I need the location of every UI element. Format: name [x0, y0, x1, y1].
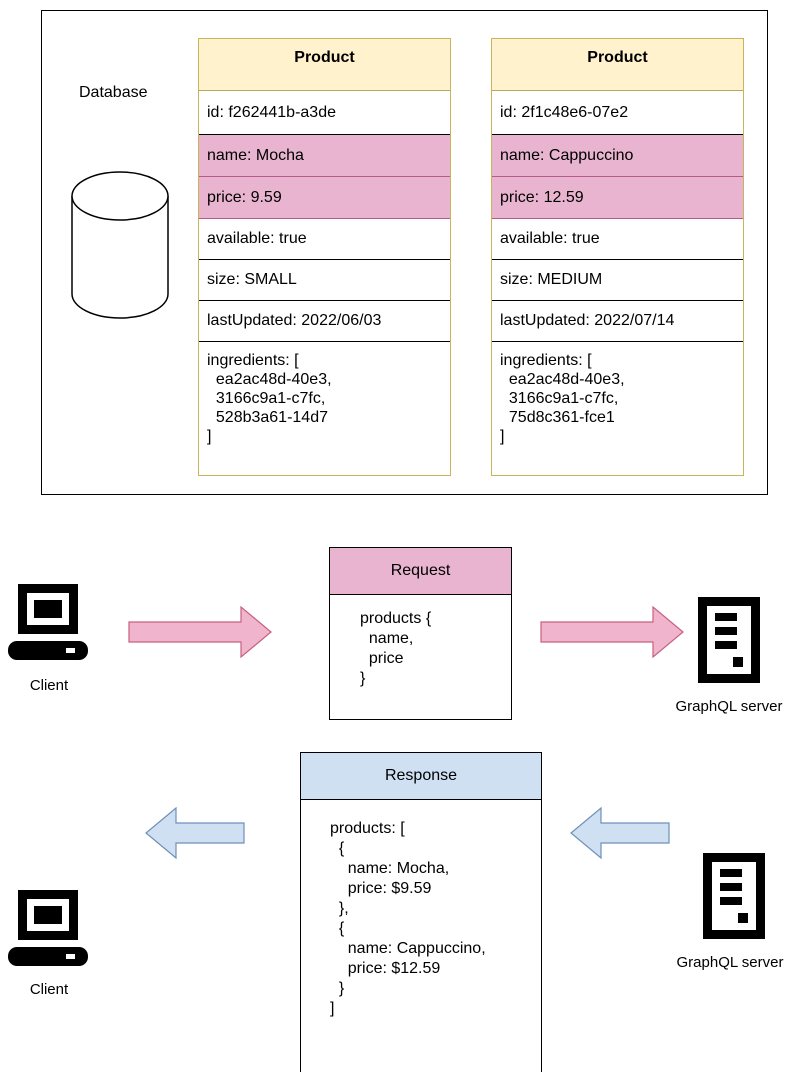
field-id: id: f262441b-a3de — [199, 91, 450, 135]
field-price: price: 12.59 — [492, 177, 743, 219]
response-title: Response — [301, 753, 541, 800]
blue-arrow-left — [145, 807, 245, 859]
client-label-bottom: Client — [29, 981, 69, 998]
field-name: name: Mocha — [199, 135, 450, 177]
request-body: products { name, price } — [360, 610, 432, 687]
server-label-bottom: GraphQL server — [676, 954, 784, 971]
server-label-top: GraphQL server — [675, 698, 783, 715]
response-box: Response products: [ { name: Mocha, pric… — [300, 752, 542, 1072]
request-title: Request — [330, 548, 511, 595]
field-size: size: SMALL — [199, 260, 450, 301]
field-available: available: true — [492, 219, 743, 260]
field-size: size: MEDIUM — [492, 260, 743, 301]
request-box: Request products { name, price } — [329, 547, 512, 720]
computer-icon — [8, 584, 88, 660]
field-last-updated: lastUpdated: 2022/07/14 — [492, 301, 743, 342]
product-table-cappuccino: Product id: 2f1c48e6-07e2 name: Cappucci… — [491, 38, 744, 476]
server-icon — [703, 853, 765, 939]
pink-arrow-right — [540, 606, 684, 658]
database-label: Database — [79, 84, 148, 101]
table-title: Product — [199, 39, 450, 91]
table-title: Product — [492, 39, 743, 91]
field-ingredients: ingredients: [ ea2ac48d-40e3, 3166c9a1-c… — [207, 352, 332, 445]
database-frame — [41, 10, 768, 495]
client-label-top: Client — [29, 677, 69, 694]
blue-arrow-left — [570, 807, 670, 859]
field-ingredients: ingredients: [ ea2ac48d-40e3, 3166c9a1-c… — [500, 352, 625, 445]
field-name: name: Cappuccino — [492, 135, 743, 177]
computer-icon — [8, 890, 88, 966]
product-table-mocha: Product id: f262441b-a3de name: Mocha pr… — [198, 38, 451, 476]
response-body: products: [ { name: Mocha, price: $9.59 … — [330, 820, 486, 1017]
database-cylinder-icon — [71, 171, 169, 319]
server-icon — [698, 597, 760, 683]
field-id: id: 2f1c48e6-07e2 — [492, 91, 743, 135]
field-available: available: true — [199, 219, 450, 260]
field-price: price: 9.59 — [199, 177, 450, 219]
field-last-updated: lastUpdated: 2022/06/03 — [199, 301, 450, 342]
pink-arrow-right — [128, 606, 272, 658]
